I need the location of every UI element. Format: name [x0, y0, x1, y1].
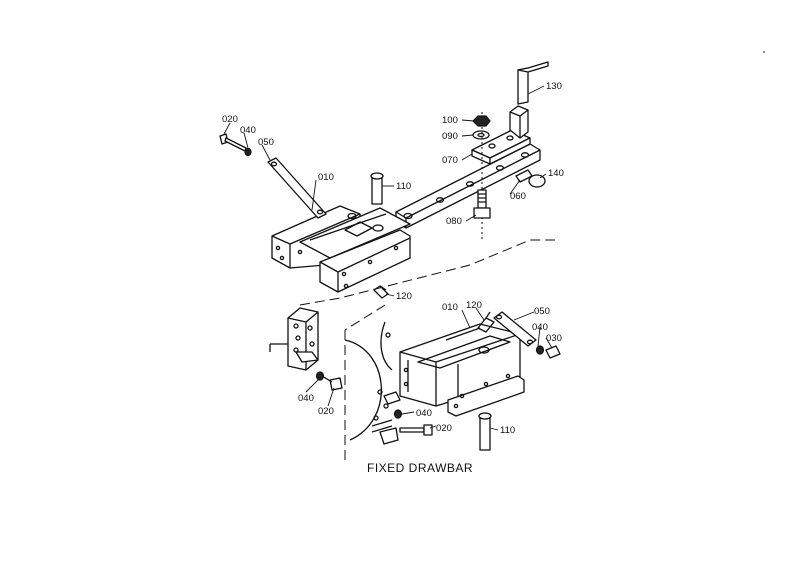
part-070-hitch-plate	[471, 129, 531, 165]
part-050-bottom-stay	[493, 311, 537, 347]
label-020-bottom-middle: 020	[436, 423, 452, 434]
part-030-bolt	[545, 345, 561, 359]
part-110-top-pin	[370, 172, 384, 205]
label-100: 100	[442, 115, 458, 126]
part-010-top-bracket	[271, 205, 411, 293]
label-040-bottom-right: 040	[532, 322, 548, 333]
label-040-top: 040	[240, 125, 256, 136]
rear-axle-housing	[344, 321, 401, 441]
label-120-bottom: 120	[466, 300, 482, 311]
label-020-top: 020	[222, 114, 238, 125]
part-080-bolt	[473, 189, 491, 219]
label-030: 030	[546, 333, 562, 344]
part-120-top-clip	[373, 285, 389, 299]
part-040-bottom-middle-washer	[393, 409, 403, 419]
part-020-bottom-left-bolt	[321, 375, 343, 391]
label-140: 140	[548, 168, 564, 179]
label-020-bottom-left: 020	[318, 406, 334, 417]
part-100-nut	[472, 115, 491, 127]
part-020-bottom-middle-bolt	[379, 424, 433, 445]
part-130-pin-bracket	[509, 61, 549, 139]
label-080: 080	[446, 216, 462, 227]
part-040-bottom-left-washer	[315, 371, 325, 381]
part-110-bottom-pin	[478, 412, 492, 451]
diagram-caption: FIXED DRAWBAR	[367, 461, 473, 475]
part-labels: 020 040 050 010 110 120 100 090 070 080 …	[222, 81, 564, 436]
part-040-bottom-right-washer	[535, 345, 545, 355]
part-120-bottom-clip	[477, 311, 495, 333]
label-050-top: 050	[258, 137, 274, 148]
label-070: 070	[442, 155, 458, 166]
label-010-bottom: 010	[442, 302, 458, 313]
label-010-top: 010	[318, 172, 334, 183]
label-130: 130	[546, 81, 562, 92]
part-050-top-stay	[267, 157, 327, 219]
label-040-bottom-middle: 040	[416, 408, 432, 419]
label-120-top: 120	[396, 291, 412, 302]
part-090-washer	[472, 130, 490, 140]
part-140-ring-pin	[515, 169, 546, 188]
label-060: 060	[510, 191, 526, 202]
label-050-bottom: 050	[534, 306, 550, 317]
stray-dot	[763, 51, 765, 53]
label-040-bottom-left: 040	[298, 393, 314, 404]
label-110-bottom: 110	[500, 425, 515, 436]
part-040-top-washer	[244, 147, 252, 157]
part-020-top-bolt	[219, 133, 247, 152]
tractor-frame-plate	[269, 307, 319, 371]
part-010-bottom-bracket	[399, 323, 525, 417]
label-110-top: 110	[396, 181, 411, 192]
label-090: 090	[442, 131, 458, 142]
leader-lines	[223, 85, 553, 431]
assembly-boundary-lines	[299, 239, 555, 460]
